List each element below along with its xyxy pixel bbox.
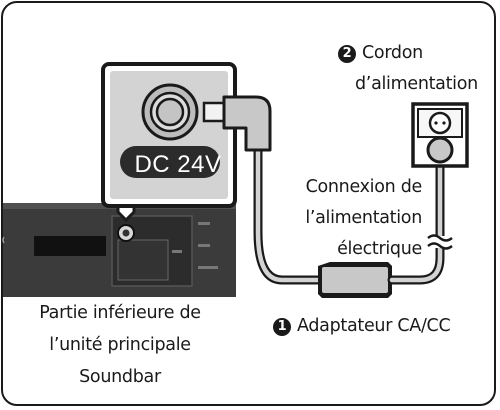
soundbar-unit <box>2 203 236 297</box>
soundbar-line2: l’unité principale <box>49 335 191 355</box>
connection-line3: électrique <box>337 239 422 259</box>
adapter-label-text: Adaptateur CA/CC <box>297 316 451 336</box>
power-plug <box>426 136 454 164</box>
wall-socket <box>411 102 469 168</box>
power-cord-label: 2 Cordon <box>338 40 423 66</box>
dc-plug <box>202 95 272 152</box>
power-cord-line1: Cordon <box>362 43 423 63</box>
ac-dc-adapter <box>318 262 392 298</box>
adapter-label: 1 Adaptateur CA/CC <box>273 313 451 339</box>
power-cord-line2: d’alimentation <box>355 74 478 94</box>
dc-24v-label: DC 24V <box>134 151 222 178</box>
port-callout <box>101 62 237 208</box>
connection-line2: l’alimentation <box>305 208 422 228</box>
dc-24v-badge <box>120 146 220 178</box>
number-1-badge: 1 <box>273 318 291 336</box>
cable-break-mark <box>427 234 453 250</box>
soundbar-line3: Soundbar <box>79 367 161 387</box>
soundbar-line1: Partie inférieure de <box>39 303 201 323</box>
soundbar-vent <box>34 236 106 256</box>
number-2-badge: 2 <box>338 45 356 63</box>
connection-line1: Connexion de <box>305 177 423 197</box>
diagram-frame <box>1 1 496 406</box>
